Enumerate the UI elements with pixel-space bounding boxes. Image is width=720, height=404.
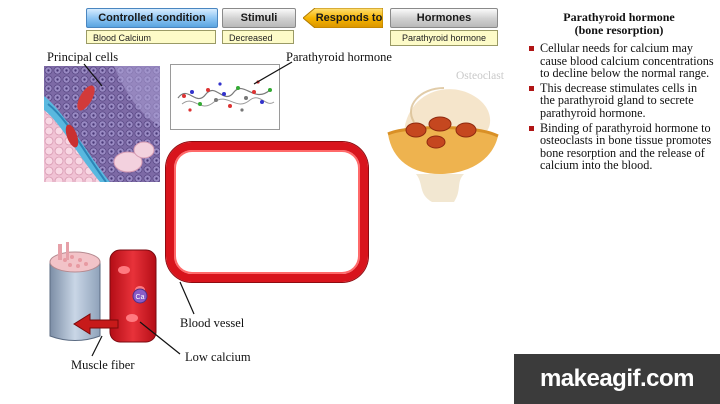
hormone-pointer bbox=[253, 61, 293, 85]
osteoclast-illustration bbox=[387, 87, 499, 202]
panel-title-line1: Parathyroid hormone bbox=[563, 10, 675, 24]
bullet-list: Cellular needs for calcium may cause blo… bbox=[528, 42, 714, 174]
parathyroid-hormone-label: Parathyroid hormone bbox=[286, 50, 392, 64]
panel-title-line2: (bone resorption) bbox=[574, 23, 664, 37]
low-calcium-pointer bbox=[139, 321, 181, 355]
hormone-molecule-illustration bbox=[170, 64, 280, 130]
low-calcium-label: Low calcium bbox=[185, 350, 251, 364]
condition-value: Blood Calcium bbox=[86, 30, 216, 44]
responds-to-arrow: Responds to bbox=[303, 8, 383, 28]
principal-cells-label: Principal cells bbox=[47, 50, 119, 64]
makeagif-watermark: makeagif.com bbox=[514, 354, 720, 404]
stimuli-header: Stimuli bbox=[222, 8, 296, 28]
muscle-fiber-pointer bbox=[91, 335, 103, 357]
principal-cells-pointer bbox=[83, 63, 103, 87]
muscle-fiber-illustration: Ca bbox=[49, 242, 157, 343]
hormones-header: Hormones bbox=[390, 8, 498, 28]
left-arrow-icon bbox=[303, 8, 383, 28]
responds-to-label: Responds to bbox=[315, 12, 383, 24]
bullet-item: Binding of parathyroid hormone to osteoc… bbox=[528, 121, 714, 172]
blood-vessel-frame bbox=[166, 142, 368, 282]
controlled-condition-header: Controlled condition bbox=[86, 8, 218, 28]
blood-vessel-pointer bbox=[179, 281, 195, 315]
blood-vessel-label: Blood vessel bbox=[180, 316, 245, 330]
bullet-item: Cellular needs for calcium may cause blo… bbox=[528, 42, 714, 80]
bullet-item: This decrease stimulates cells in the pa… bbox=[528, 82, 714, 120]
osteoclast-label: Osteoclast bbox=[456, 70, 504, 82]
muscle-fiber-label: Muscle fiber bbox=[71, 358, 135, 372]
hormones-value: Parathyroid hormone bbox=[390, 30, 498, 46]
panel-title: Parathyroid hormone (bone resorption) bbox=[528, 11, 710, 37]
calcium-ion-text: Ca bbox=[136, 294, 145, 301]
stimuli-value: Decreased bbox=[222, 30, 294, 44]
